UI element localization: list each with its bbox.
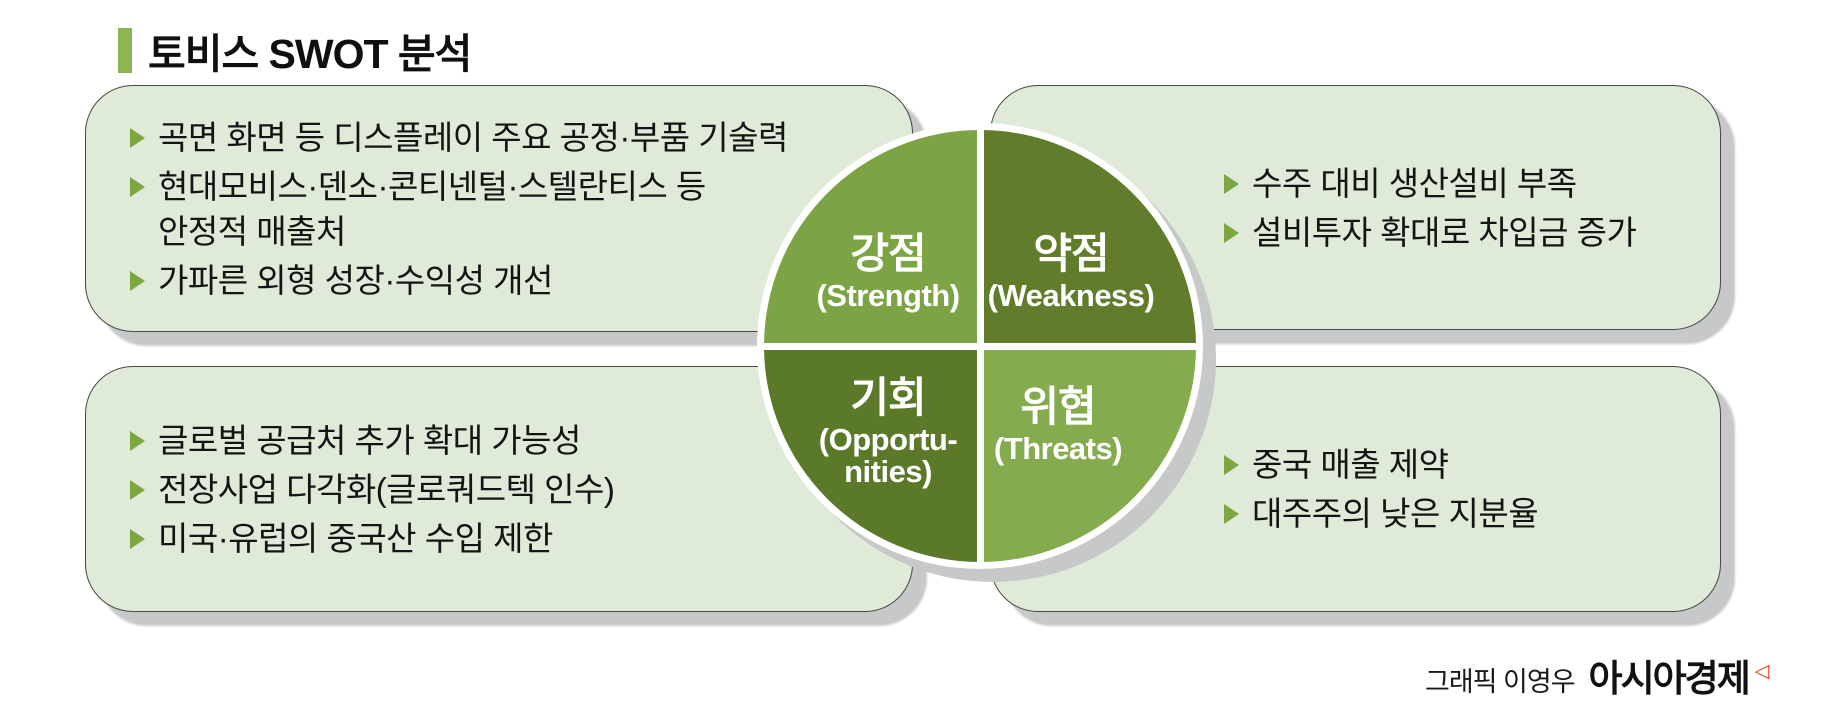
bullet-arrow-icon	[1224, 455, 1239, 475]
strength-item-2: 현대모비스·덴소·콘티넨털·스텔란티스 등 안정적 매출처	[158, 167, 706, 250]
opportunities-label: 기회 (Opportu- nities)	[818, 373, 958, 489]
list-item: 대주주의 낮은 지분율	[1224, 491, 1710, 536]
list-item: 가파른 외형 성장·수익성 개선	[130, 258, 902, 303]
opportunities-item-3: 미국·유럽의 중국산 수입 제한	[158, 519, 553, 557]
page-title-block: 토비스 SWOT 분석	[118, 20, 472, 80]
opportunities-item-1: 글로벌 공급처 추가 확대 가능성	[158, 421, 581, 459]
list-item: 현대모비스·덴소·콘티넨털·스텔란티스 등 안정적 매출처	[130, 164, 902, 254]
bullet-arrow-icon	[130, 270, 145, 291]
bullet-arrow-icon	[130, 479, 145, 500]
bullet-arrow-icon	[1224, 222, 1239, 243]
opportunities-label-ko: 기회	[850, 373, 926, 421]
threats-item-1: 중국 매출 제약	[1252, 446, 1449, 483]
weakness-label: 약점 (Weakness)	[988, 232, 1155, 312]
strength-item-3: 가파른 외형 성장·수익성 개선	[158, 261, 553, 299]
threats-label-ko: 위협	[1020, 383, 1096, 431]
weakness-label-ko: 약점	[1033, 230, 1109, 278]
opportunities-item-2: 전장사업 다각화(글로쿼드텍 인수)	[158, 470, 615, 508]
strength-label: 강점 (Strength)	[816, 230, 960, 313]
strength-label-ko: 강점	[850, 230, 926, 278]
threats-item-2: 대주주의 낮은 지분율	[1252, 495, 1539, 532]
title-accent-bar	[118, 27, 132, 73]
brand-mark-icon: ◁	[1754, 661, 1770, 682]
strength-label-en: (Strength)	[816, 277, 960, 313]
credit-line: 그래픽 이영우 아시아경제 ◁	[1425, 648, 1777, 702]
weakness-item-2: 설비투자 확대로 차입금 증가	[1252, 213, 1637, 251]
list-item: 미국·유럽의 중국산 수입 제한	[130, 516, 902, 561]
weakness-item-1: 수주 대비 생산설비 부족	[1252, 164, 1577, 202]
brand-logo: 아시아경제	[1588, 658, 1751, 699]
list-item: 전장사업 다각화(글로쿼드텍 인수)	[130, 467, 902, 512]
credit-text: 그래픽 이영우	[1425, 667, 1576, 697]
bullet-arrow-icon	[130, 528, 145, 549]
list-item: 글로벌 공급처 추가 확대 가능성	[130, 418, 902, 463]
swot-circle: 강점 (Strength) 약점 (Weakness) 기회 (Opportu-…	[764, 130, 1196, 562]
bullet-arrow-icon	[130, 176, 145, 197]
page-title: 토비스 SWOT 분석	[148, 31, 472, 77]
bullet-arrow-icon	[130, 127, 145, 148]
bullet-arrow-icon	[1224, 173, 1239, 194]
strength-box: 곡면 화면 등 디스플레이 주요 공정·부품 기술력 현대모비스·덴소·콘티넨털…	[85, 85, 913, 332]
bullet-arrow-icon	[1224, 504, 1239, 524]
list-item: 수주 대비 생산설비 부족	[1224, 161, 1710, 206]
strength-item-1: 곡면 화면 등 디스플레이 주요 공정·부품 기술력	[158, 118, 788, 156]
list-item: 중국 매출 제약	[1224, 442, 1710, 487]
threats-label-en: (Threats)	[993, 430, 1123, 466]
bullet-arrow-icon	[130, 430, 145, 451]
list-item: 설비투자 확대로 차입금 증가	[1224, 210, 1710, 255]
weakness-label-en: (Weakness)	[987, 277, 1155, 313]
opportunities-label-en: (Opportu- nities)	[818, 421, 958, 489]
threats-label: 위협 (Threats)	[993, 383, 1123, 466]
list-item: 곡면 화면 등 디스플레이 주요 공정·부품 기술력	[130, 115, 902, 160]
